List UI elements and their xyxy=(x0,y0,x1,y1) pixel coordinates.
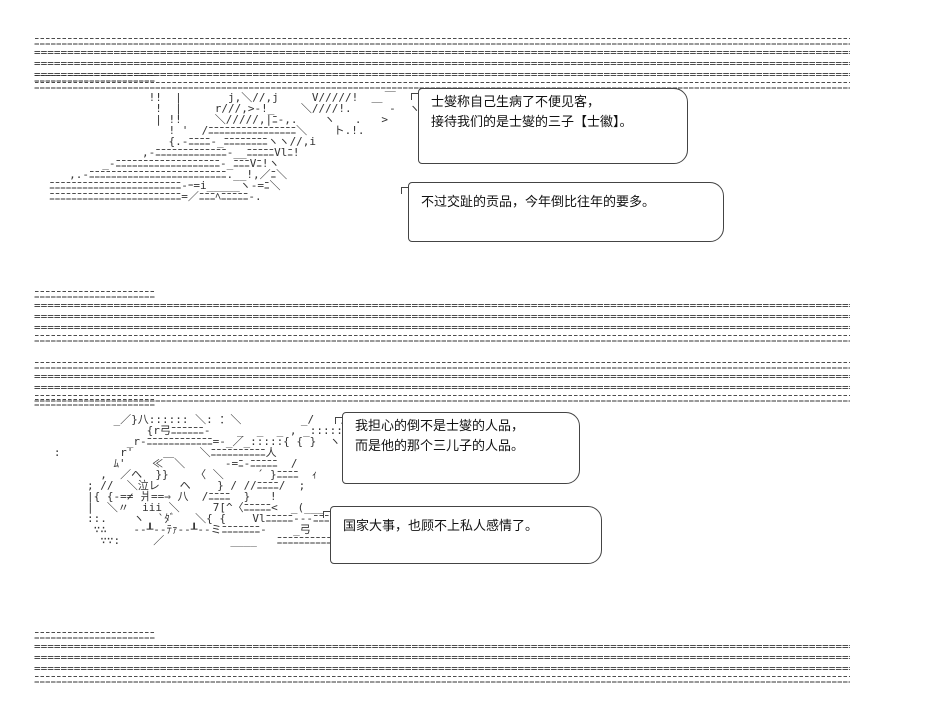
bubble-2-line-1: 不过交趾的贡品，今年倒比往年的要多。 xyxy=(421,195,656,210)
panel2-bottom-border: ========================================… xyxy=(34,641,850,685)
speech-bubble-3: 我担心的倒不是士燮的人品， 而是他的那个三儿子的人品。 xyxy=(335,412,580,484)
speech-bubble-2: 不过交趾的贡品，今年倒比往年的要多。 xyxy=(401,182,724,242)
speech-bubble-4: 国家大事，也顾不上私人感情了。 xyxy=(323,506,602,564)
panel1-top-border: ﾆﾆﾆﾆﾆﾆﾆﾆﾆﾆﾆﾆﾆﾆﾆﾆﾆﾆﾆﾆﾆﾆﾆﾆﾆﾆﾆﾆﾆﾆﾆﾆﾆﾆﾆﾆﾆﾆﾆﾆ… xyxy=(34,36,850,91)
panel1-bottom-border: ========================================… xyxy=(34,300,850,344)
bubble-3-line-2: 而是他的那个三儿子的人品。 xyxy=(355,439,525,454)
bubble-1-line-2: 接待我们的是士燮的三子【士徽】。 xyxy=(431,115,633,130)
panel2-top-edge: ﾆﾆﾆﾆﾆﾆﾆﾆﾆﾆﾆﾆﾆﾆﾆﾆﾆﾆﾆﾆﾆﾆ xyxy=(34,396,155,409)
panel1-bottom-edge: ﾆﾆﾆﾆﾆﾆﾆﾆﾆﾆﾆﾆﾆﾆﾆﾆﾆﾆﾆﾆﾆﾆ xyxy=(34,288,155,301)
bubble-1-line-1: 士燮称自己生病了不便见客， xyxy=(431,95,601,110)
bubble-4-line-1: 国家大事，也顾不上私人感情了。 xyxy=(343,519,539,534)
bubble-3-line-1: 我担心的倒不是士燮的人品， xyxy=(355,419,525,434)
speech-bubble-1: 士燮称自己生病了不便见客， 接待我们的是士燮的三子【士徽】。 xyxy=(411,88,688,164)
panel1-top-edge: ﾆﾆﾆﾆﾆﾆﾆﾆﾆﾆﾆﾆﾆﾆﾆﾆﾆﾆﾆﾆﾆﾆ xyxy=(34,72,155,85)
panel2-top-border: ﾆﾆﾆﾆﾆﾆﾆﾆﾆﾆﾆﾆﾆﾆﾆﾆﾆﾆﾆﾆﾆﾆﾆﾆﾆﾆﾆﾆﾆﾆﾆﾆﾆﾆﾆﾆﾆﾆﾆﾆ… xyxy=(34,360,850,404)
panel2-bottom-edge: ﾆﾆﾆﾆﾆﾆﾆﾆﾆﾆﾆﾆﾆﾆﾆﾆﾆﾆﾆﾆﾆﾆ xyxy=(34,629,155,642)
